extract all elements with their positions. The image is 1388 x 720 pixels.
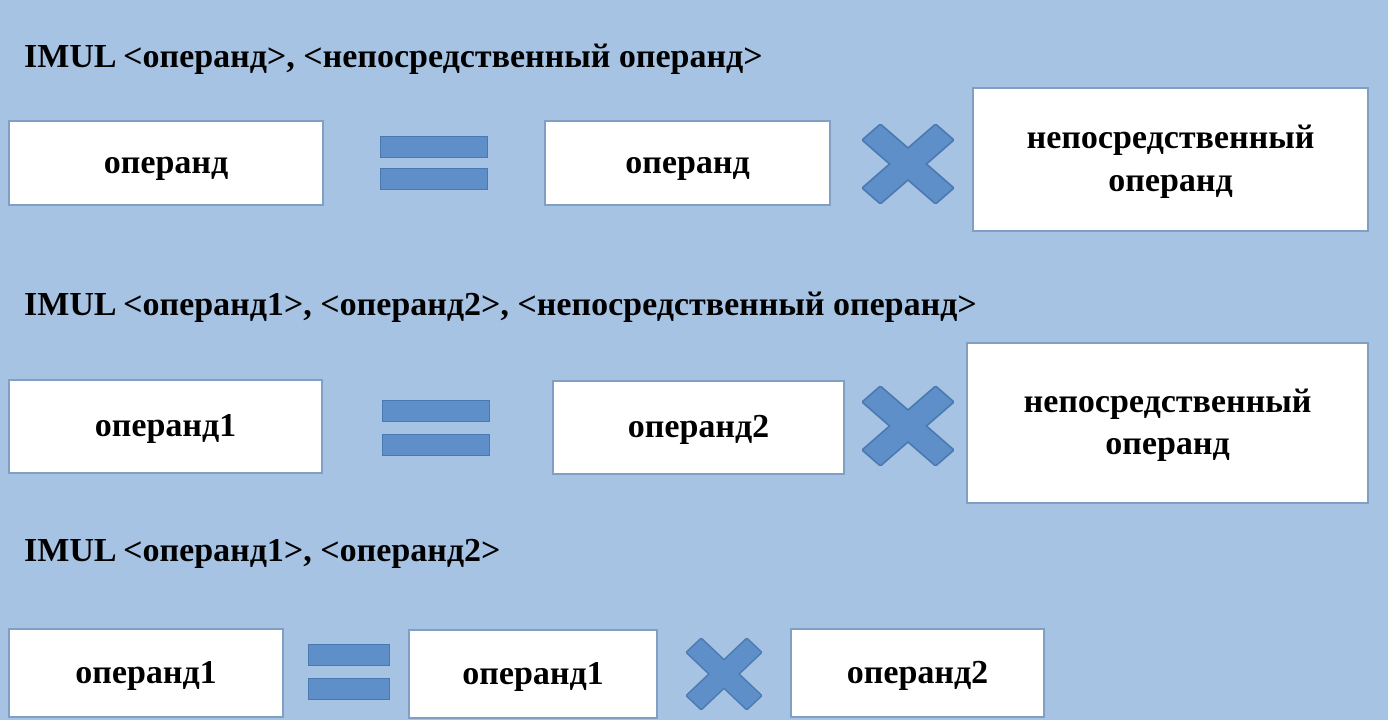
equals-bar-bottom: [308, 678, 390, 700]
row1-result-label: операнд: [103, 143, 229, 181]
row1-right-factor-line1: непосредственный: [1026, 119, 1315, 156]
row1-left-factor-label: операнд: [625, 143, 750, 181]
row2-right-factor-line1: непосредственный: [1023, 382, 1312, 420]
equals-bar-bottom: [382, 434, 490, 456]
row1-right-factor-box: непосредственный операнд: [972, 87, 1369, 232]
multiply-icon: [686, 638, 762, 710]
equals-icon: [308, 644, 390, 700]
row3-right-factor-box: операнд2: [790, 628, 1045, 718]
row2-right-factor-box: непосредственный операнд: [966, 342, 1369, 504]
equals-bar-top: [308, 644, 390, 666]
row3-result-label: операнд1: [75, 653, 217, 691]
row3-heading: IMUL <операнд1>, <операнд2>: [24, 532, 501, 569]
row2-result-label: операнд1: [94, 407, 237, 445]
row1-left-factor-box: операнд: [544, 120, 831, 206]
row3-result-box: операнд1: [8, 628, 284, 718]
row3-right-factor-label: операнд2: [846, 653, 989, 691]
row2-left-factor-label: операнд2: [627, 408, 770, 446]
equals-bar-top: [380, 136, 488, 158]
equals-bar-top: [382, 400, 490, 422]
equals-icon: [380, 136, 488, 190]
equals-bar-bottom: [380, 168, 488, 190]
multiply-icon: [862, 124, 954, 204]
row2-result-box: операнд1: [8, 379, 323, 474]
row3-left-factor-box: операнд1: [408, 629, 658, 719]
row3-left-factor-label: операнд1: [462, 654, 604, 692]
row1-right-factor-line2: операнд: [1108, 161, 1233, 199]
row2-heading: IMUL <операнд1>, <операнд2>, <непосредст…: [24, 286, 977, 323]
row2-right-factor-line2: операнд: [1105, 425, 1230, 462]
row1-result-box: операнд: [8, 120, 324, 206]
equals-icon: [382, 400, 490, 456]
row1-heading: IMUL <операнд>, <непосредственный операн…: [24, 38, 763, 75]
multiply-icon: [862, 386, 954, 466]
row2-left-factor-box: операнд2: [552, 380, 845, 475]
